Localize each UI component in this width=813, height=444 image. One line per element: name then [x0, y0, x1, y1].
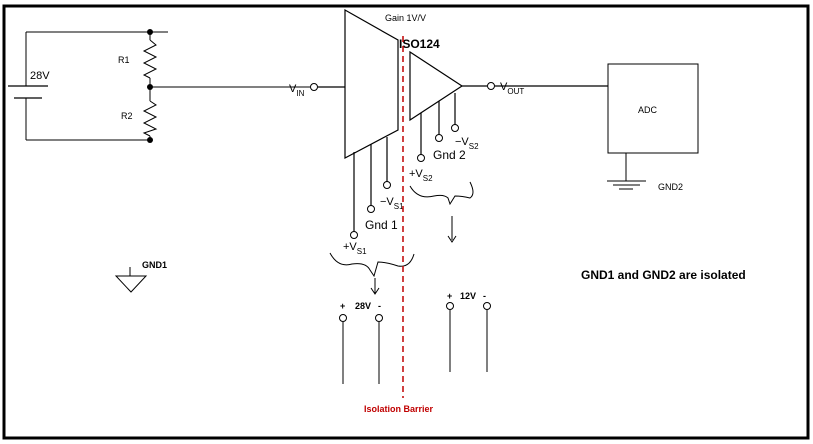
- vs1-neg-terminal: [383, 181, 391, 189]
- junction-dot-mid: [147, 84, 153, 90]
- supply1-minus-terminal: [375, 314, 383, 322]
- output-stage-amplifier: [409, 50, 608, 155]
- supply-terminals: [339, 302, 491, 384]
- vs2-neg-terminal: [451, 124, 459, 132]
- supply1-minus-label: -: [378, 301, 381, 311]
- gnd1-ground-symbol: [114, 267, 148, 293]
- vs1-pos-terminal: [350, 231, 358, 239]
- gain-label: Gain 1V/V: [385, 13, 426, 23]
- supply2-value-label: 12V: [460, 291, 476, 301]
- supply1-plus-terminal: [339, 314, 347, 322]
- gnd2-pin-label: Gnd 2: [433, 148, 466, 162]
- supply2-plus-terminal: [446, 302, 454, 310]
- outer-frame: [2, 4, 810, 440]
- gnd1-ground-triangle: [114, 275, 148, 293]
- junction-dot-top: [147, 29, 153, 35]
- vs2-pos-terminal: [417, 154, 425, 162]
- r2-label: R2: [121, 111, 133, 121]
- iso124-amplifier: [318, 8, 399, 232]
- battery-voltage-label: 28V: [30, 70, 50, 82]
- adc-label: ADC: [638, 105, 658, 115]
- supply1-plus-label: +: [340, 301, 345, 311]
- gnd1-label: GND1: [142, 260, 167, 270]
- r1-resistor: [142, 39, 158, 79]
- adc-ground-symbol: [607, 153, 646, 190]
- iso124-body: [344, 8, 399, 159]
- junction-dot-bottom: [147, 137, 153, 143]
- vout-label: VOUT: [500, 81, 524, 96]
- isolation-note: GND1 and GND2 are isolated: [581, 268, 746, 282]
- vin-terminal: [310, 83, 318, 91]
- vin-label: VIN: [289, 83, 305, 98]
- vs1-neg-label: −VS1: [380, 196, 404, 211]
- vs2-neg-label: −VS2: [455, 136, 479, 151]
- supply2-minus-label: -: [483, 291, 486, 301]
- gnd2-terminal: [435, 134, 443, 142]
- r2-resistor: [142, 100, 158, 137]
- chip-label: ISO124: [399, 37, 440, 51]
- isolation-barrier-label: Isolation Barrier: [364, 404, 434, 414]
- gnd1-terminal: [367, 205, 375, 213]
- r1-label: R1: [118, 55, 130, 65]
- vs2-pos-label: +VS2: [409, 168, 433, 183]
- supply2-minus-terminal: [483, 302, 491, 310]
- supply1-value-label: 28V: [355, 301, 371, 311]
- output-amp-body: [409, 50, 464, 122]
- adc-block: [607, 63, 699, 154]
- brace-supply-2: [409, 181, 474, 206]
- input-divider-circuit: [8, 31, 310, 141]
- supply2-plus-label: +: [447, 291, 452, 301]
- arrow-2-head: [447, 235, 457, 243]
- gnd1-pin-label: Gnd 1: [365, 218, 398, 232]
- brace-supply-1: [329, 252, 415, 278]
- vout-terminal: [487, 82, 495, 90]
- gnd2-label: GND2: [658, 182, 683, 192]
- arrow-1-head: [370, 287, 380, 295]
- vs1-pos-label: +VS1: [343, 241, 367, 256]
